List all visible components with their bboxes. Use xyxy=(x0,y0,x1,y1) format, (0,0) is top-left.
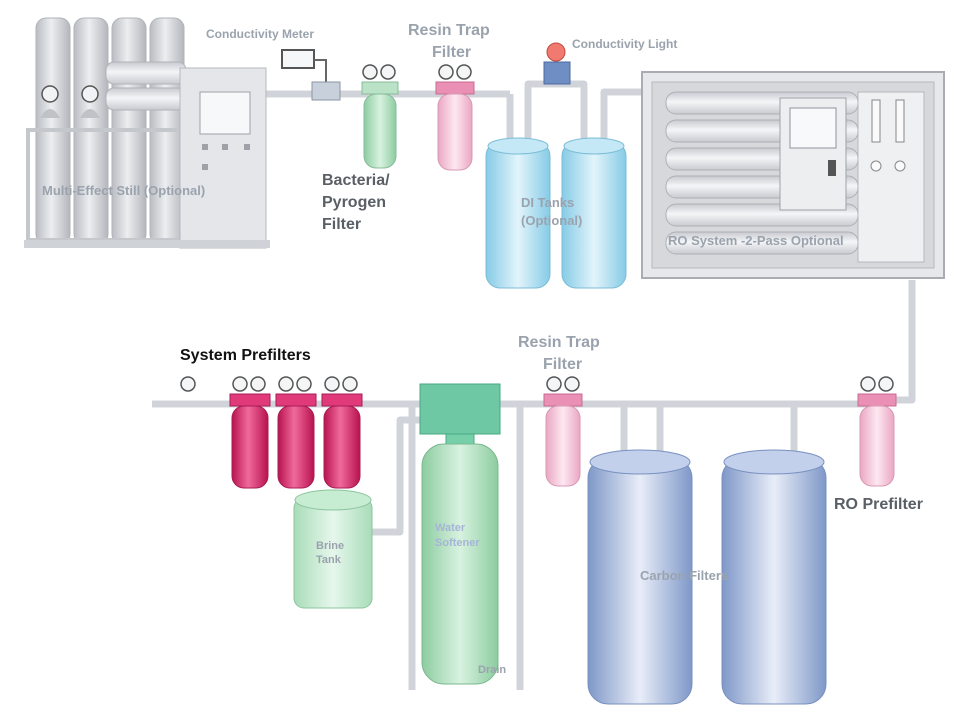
conductivity-light xyxy=(543,42,571,85)
resin-trap-top-label-line1: Resin Trap xyxy=(408,22,490,39)
di-tanks xyxy=(485,137,627,289)
water-softener xyxy=(419,383,501,685)
conductivity-meter-label: Conductivity Meter xyxy=(206,27,315,41)
multi-effect-still-label: Multi-Effect Still (Optional) xyxy=(42,183,206,198)
ro-system xyxy=(641,71,945,279)
brine-tank xyxy=(293,489,373,609)
resin-trap-filter-bottom xyxy=(543,376,583,487)
resin-trap-filter-top xyxy=(435,64,475,171)
ro-prefilter-label: RO Prefilter xyxy=(834,496,923,513)
water-softener-label-line1: Water xyxy=(435,522,466,534)
conductivity-meter xyxy=(281,49,341,101)
system-prefilters xyxy=(180,376,363,489)
di-tanks-label-line2: (Optional) xyxy=(521,213,583,228)
resin-trap-bottom-label-line2: Filter xyxy=(543,356,583,373)
di-tanks-label-line1: DI Tanks xyxy=(521,195,575,210)
bacteria-pyrogen-filter xyxy=(361,64,399,169)
ro-prefilter xyxy=(857,376,897,487)
resin-trap-top-label-line2: Filter xyxy=(432,44,472,61)
brine-tank-label-line2: Tank xyxy=(316,554,341,566)
bacteria-label-line1: Bacteria/ xyxy=(322,172,390,189)
bacteria-label-line3: Filter xyxy=(322,216,362,233)
carbon-filters xyxy=(587,449,827,705)
resin-trap-bottom-label-line1: Resin Trap xyxy=(518,334,600,351)
system-prefilters-label: System Prefilters xyxy=(180,347,311,364)
multi-effect-still xyxy=(24,17,270,249)
brine-tank-label-line1: Brine xyxy=(316,540,345,552)
bacteria-label-line2: Pyrogen xyxy=(322,194,387,211)
drain-label: Drain xyxy=(478,664,507,676)
conductivity-light-label: Conductivity Light xyxy=(572,37,678,51)
carbon-filters-label: Carbon Filters xyxy=(640,568,729,583)
ro-system-label: RO System -2-Pass Optional xyxy=(668,233,844,248)
water-softener-label-line2: Softener xyxy=(435,537,480,549)
